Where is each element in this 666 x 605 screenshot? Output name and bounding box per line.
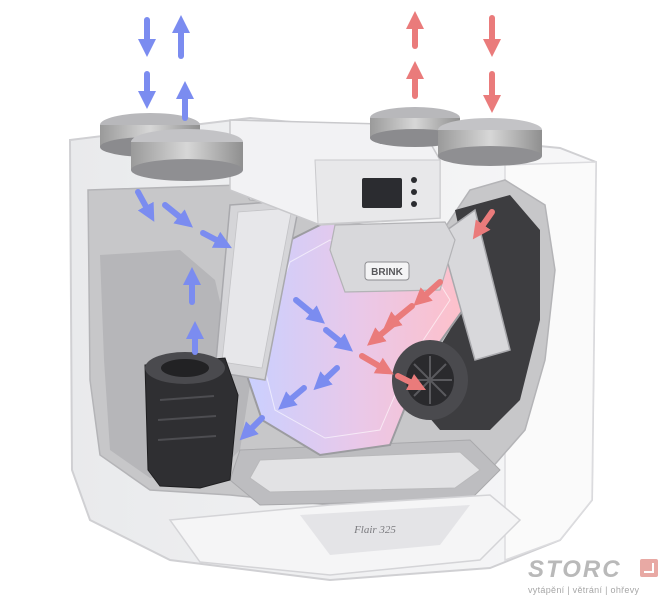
- brand-badge: [364, 261, 410, 281]
- front-base: Flair 325: [168, 494, 522, 576]
- control-panel: BRINK: [229, 119, 456, 293]
- cold-air-flow: [135, 15, 354, 441]
- blue-arrow: [162, 202, 193, 228]
- left-filter: [214, 199, 301, 381]
- blue-arrow: [239, 415, 265, 441]
- brand-label: BRINK: [371, 267, 403, 278]
- duct-left-front: [131, 129, 243, 181]
- storc-logo: STORC: [528, 556, 622, 583]
- right-filter: [439, 208, 511, 361]
- duct-right-back: [370, 107, 460, 147]
- red-arrow: [472, 209, 495, 240]
- red-arrow: [367, 319, 399, 346]
- duct-right-front: [438, 118, 542, 166]
- left-fan: [144, 352, 239, 489]
- blue-arrow: [323, 327, 354, 352]
- storc-badge-icon: [640, 559, 658, 577]
- red-arrow: [359, 353, 394, 375]
- display-screen: [362, 178, 402, 208]
- storc-watermark: STORC vytápění | větrání | ohřevy: [528, 556, 660, 600]
- red-arrow: [413, 279, 443, 307]
- blue-arrow: [200, 230, 232, 249]
- model-label: Flair 325: [353, 524, 396, 536]
- blue-arrow: [278, 385, 307, 410]
- warm-air-flow: [359, 11, 501, 391]
- blue-arrow: [293, 297, 325, 324]
- blue-arrow: [135, 189, 155, 222]
- red-arrow: [395, 373, 427, 391]
- storc-tagline: vytápění | větrání | ohřevy: [528, 585, 640, 595]
- right-fan: [392, 340, 468, 420]
- blue-arrow: [313, 365, 340, 391]
